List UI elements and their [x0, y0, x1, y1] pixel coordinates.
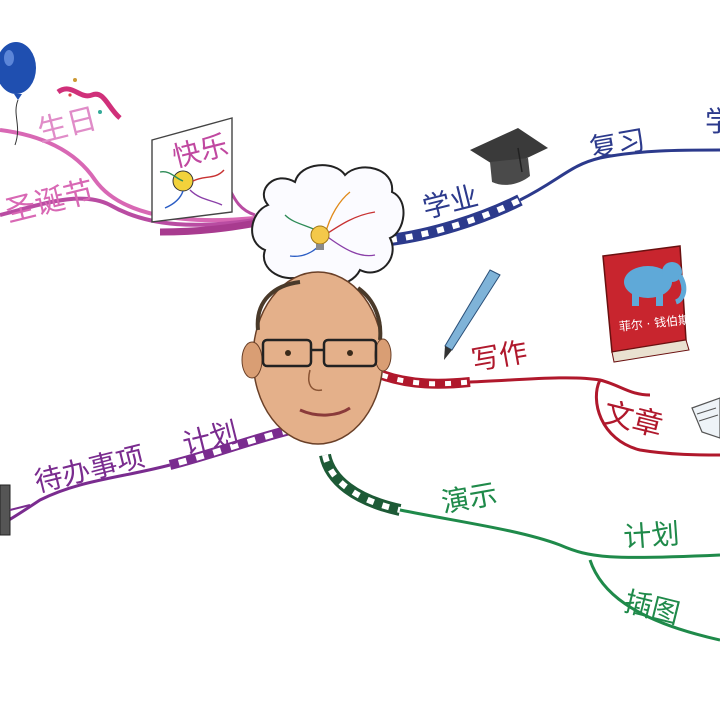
idea-bulb-icon: [310, 225, 330, 250]
book-icon: [602, 245, 690, 363]
card-icon: [151, 117, 233, 223]
branch-school: [519, 148, 720, 202]
graduation-cap-icon: [470, 128, 548, 185]
portrait-icon: [241, 271, 392, 445]
branch-presentation-thick: [319, 453, 402, 516]
branch-school-stripes: [389, 197, 522, 243]
balloon-icon: [0, 42, 36, 146]
branch-writing: [469, 376, 651, 397]
branch-christmas: [0, 196, 256, 227]
label-plan-right: 计划: [622, 517, 681, 554]
calendar-icon: [0, 484, 31, 536]
streamer-icon: [56, 78, 122, 120]
branch-illustration: [588, 559, 720, 642]
branch-presentation: [399, 508, 720, 560]
branch-writing-thick: [380, 370, 471, 389]
pen-icon: [444, 269, 501, 360]
branch-birthday: [0, 128, 256, 223]
branch-happy: [228, 189, 256, 217]
branch-todo: [0, 463, 171, 527]
branch-presentation-stripes: [322, 454, 401, 513]
label-review-next: 学: [705, 105, 720, 138]
branch-article: [594, 379, 720, 457]
elephant-icon: [624, 262, 687, 306]
paper-icon: [691, 397, 720, 439]
branch-todo-stripes: [169, 427, 291, 468]
